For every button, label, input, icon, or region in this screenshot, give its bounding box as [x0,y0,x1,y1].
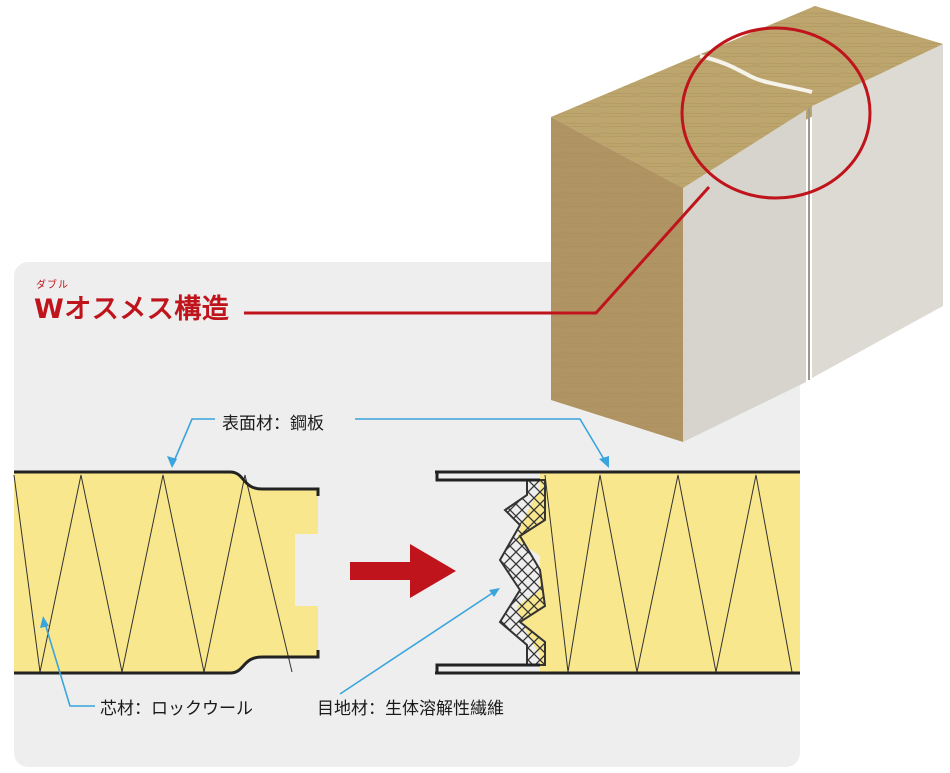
right-core-zigzag [544,474,793,673]
joint-material-label: 目地材：生体溶解性繊維 [317,699,504,719]
title-leader-line [244,185,711,315]
panel-3d-illustration [551,6,943,442]
left-panel-section [13,470,320,675]
detail-highlight-circle [680,26,872,200]
leader-lines [40,418,609,707]
title-ruby: ダブル [36,280,69,291]
diagram-title: Wオスメス構造 [34,294,230,325]
joint-leader [339,589,498,695]
right-steel-skin-top [435,470,800,482]
left-steel-skin-top [14,470,320,496]
right-panel-section [435,470,800,675]
surface-material-label: 表面材：鋼板 [222,414,324,434]
assembly-arrow [350,544,456,598]
surface-leader-left [171,418,215,467]
surface-leader-right [355,418,609,467]
steel-face-right [812,44,943,378]
left-core-zigzag [13,474,293,673]
left-steel-skin-bottom [14,650,320,675]
steel-face-left [683,110,806,442]
right-steel-skin-bottom [435,663,800,675]
top-joint-seam [699,54,813,94]
core-leader [43,619,95,707]
core-material-label: 芯材：ロックウール [100,699,253,719]
